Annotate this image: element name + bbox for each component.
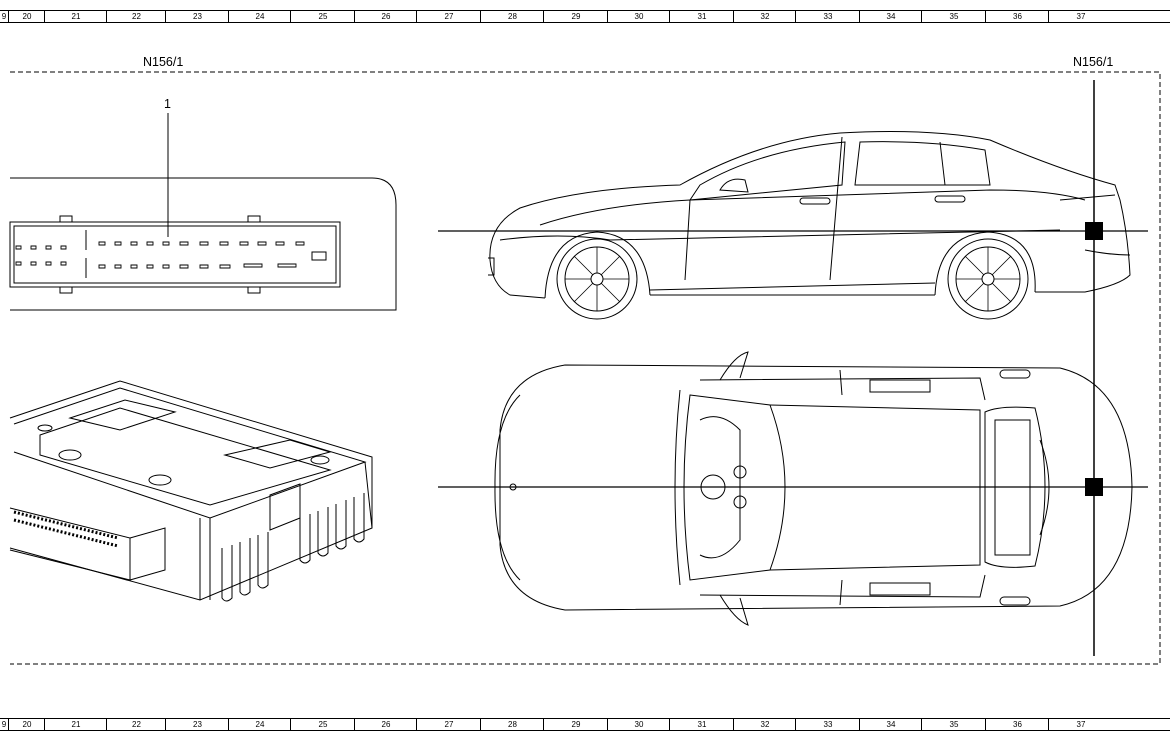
ruler-bottom-cell: 26 xyxy=(354,719,417,730)
reference-lines xyxy=(438,80,1148,656)
car-top-view xyxy=(495,352,1132,625)
ruler-bottom-cell: 28 xyxy=(480,719,544,730)
ruler-top-cell: 35 xyxy=(921,11,986,22)
ruler-top-cell: 9 xyxy=(1,12,7,21)
ruler-top-cell: 37 xyxy=(1048,11,1113,22)
callout-number: 1 xyxy=(164,97,171,111)
ruler-bottom-cell: 37 xyxy=(1048,719,1113,730)
ruler-top-cell: 24 xyxy=(228,11,291,22)
ruler-bottom-cell: 29 xyxy=(543,719,608,730)
ruler-top-cell: 21 xyxy=(44,11,107,22)
car-side-view xyxy=(488,132,1130,319)
ruler-bottom-cell: 20 xyxy=(8,719,45,730)
ruler-top-cell: 27 xyxy=(416,11,481,22)
ruler-top-cell: 25 xyxy=(290,11,355,22)
ruler-top-cell: 34 xyxy=(859,11,922,22)
ruler-top-cell: 22 xyxy=(106,11,166,22)
ruler-bottom-cell: 33 xyxy=(795,719,860,730)
control-unit-isometric xyxy=(10,381,372,601)
ruler-top-cell: 32 xyxy=(733,11,796,22)
ruler-top-cell: 26 xyxy=(354,11,417,22)
ruler-top-cell: 29 xyxy=(543,11,608,22)
ruler-bottom-cell: 25 xyxy=(290,719,355,730)
ruler-bottom-cell: 30 xyxy=(607,719,670,730)
ruler-bottom-cell: 32 xyxy=(733,719,796,730)
ruler-bottom-cell: 34 xyxy=(859,719,922,730)
ruler-top-cell: 20 xyxy=(8,11,45,22)
connector-front-view xyxy=(10,178,396,310)
component-label-left: N156/1 xyxy=(143,55,184,69)
ruler-bottom-cell: 21 xyxy=(44,719,107,730)
ruler-bottom-cell: 9 xyxy=(1,720,7,729)
module-location-marker-side xyxy=(1085,222,1103,240)
ruler-top-cell: 30 xyxy=(607,11,670,22)
ruler-top-cell: 23 xyxy=(165,11,229,22)
ruler-top-cell: 36 xyxy=(985,11,1049,22)
ruler-top-cell: 31 xyxy=(669,11,734,22)
module-location-marker-top xyxy=(1085,478,1103,496)
ruler-bottom-cell: 23 xyxy=(165,719,229,730)
connector-pins xyxy=(16,242,304,268)
ruler-bottom-cell: 22 xyxy=(106,719,166,730)
ruler-bottom-cell: 31 xyxy=(669,719,734,730)
ruler-bottom-cell: 24 xyxy=(228,719,291,730)
ruler-bottom-cell: 35 xyxy=(921,719,986,730)
component-label-right: N156/1 xyxy=(1073,55,1114,69)
component-boundary-dashed xyxy=(10,72,1160,664)
ruler-bottom-cell: 27 xyxy=(416,719,481,730)
ruler-top-cell: 33 xyxy=(795,11,860,22)
ruler-top-cell: 28 xyxy=(480,11,544,22)
ruler-bottom-cell: 36 xyxy=(985,719,1049,730)
